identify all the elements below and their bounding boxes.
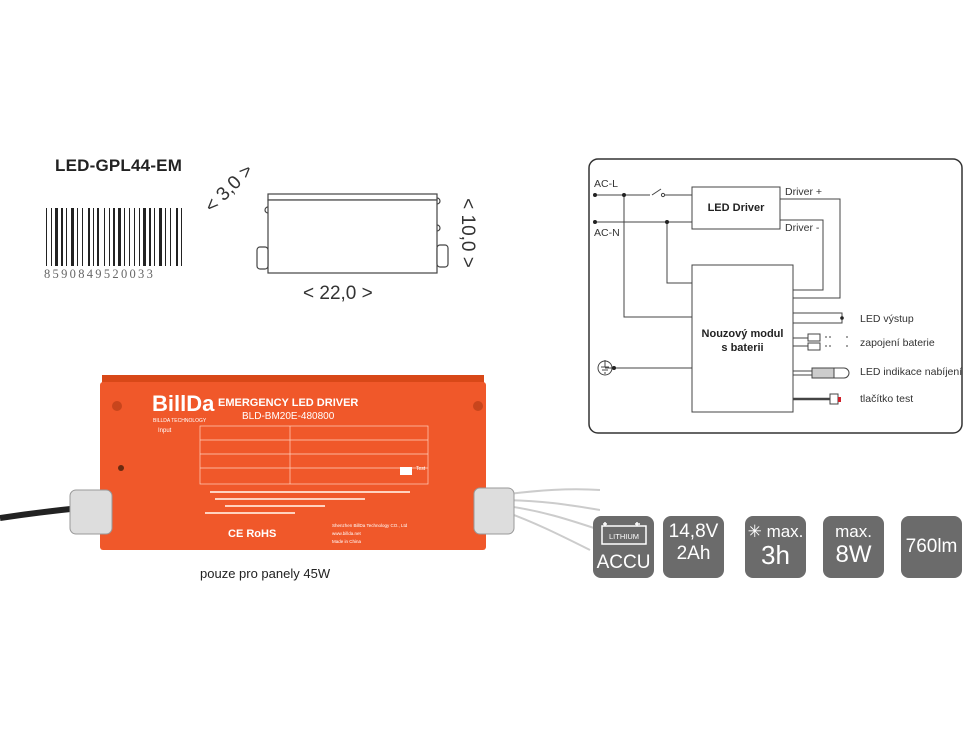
barcode: 8590849520033 [44,208,182,280]
output-led: LED výstup [860,313,914,325]
label-test: Test [416,466,426,472]
badge-lumen: 760lm [901,516,962,578]
barcode-bar [134,208,135,266]
output-test-button: tlačítko test [860,393,914,405]
barcode-bar [139,208,140,266]
badge-battery: LITHIUM ACCU [593,516,654,578]
ac-l-label: AC-L [594,178,618,190]
label-model: BLD-BM20E-480800 [242,411,335,422]
dimension-drawing [256,193,449,274]
badge-voltage: 14,8V 2Ah [663,516,724,578]
badge-power-value: 8W [835,541,872,568]
label-input: Input [158,428,172,434]
barcode-bar [93,208,94,266]
badge-text: ACCU [596,552,651,573]
barcode-bar [176,208,178,266]
barcode-bar [88,208,90,266]
barcode-bar [55,208,58,266]
emergency-module-box: Nouzový modul s baterii [692,327,793,355]
barcode-bar [71,208,74,266]
led-driver-box: LED Driver [707,202,765,214]
barcode-bar [159,208,162,266]
barcode-number: 8590849520033 [44,267,155,280]
battery-icon: LITHIUM [600,522,647,545]
barcode-bar [149,208,151,266]
badge-capacity-value: 2Ah [676,543,711,564]
product-caption: pouze pro panely 45W [200,566,331,581]
barcode-bar [82,208,83,266]
barcode-bar [97,208,99,266]
barcode-bar [66,208,67,266]
driver-minus-label: Driver - [785,222,820,234]
badge-battery-type: LITHIUM [609,532,639,541]
barcode-bar [143,208,146,266]
barcode-bar [124,208,125,266]
barcode-bar [170,208,171,266]
width-dimension: < 22,0 > [303,283,373,304]
barcode-bar [77,208,78,266]
brand-sub: BILLDA TECHNOLOGY [153,418,207,424]
module-line2: s baterii [721,342,764,354]
ac-n-label: AC-N [594,227,620,239]
badge-voltage-value: 14,8V [668,521,719,542]
barcode-bar [109,208,110,266]
website: www.billda.net [332,531,361,536]
barcode-bar [51,208,52,266]
barcode-bar [165,208,166,266]
barcode-bar [118,208,121,266]
driver-plus-label: Driver + [785,186,823,198]
barcode-bar [154,208,155,266]
barcode-bar [113,208,115,266]
barcode-bar [181,208,182,266]
brand-logo: BillDa [152,391,215,416]
product-code: LED-GPL44-EM [55,156,183,175]
badge-lumen-value: 760lm [905,536,958,557]
badge-power: max. 8W [823,516,884,578]
barcode-bar [104,208,105,266]
badge-duration-value: 3h [761,540,790,570]
product-photo [0,375,600,551]
certification-marks: CE RoHS [228,528,277,540]
label-title: EMERGENCY LED DRIVER [218,397,359,409]
barcode-bar [46,208,47,266]
wiring-diagram [588,158,963,434]
output-charge-indicator: LED indikace nabíjení [860,366,963,378]
origin: Made in China [332,539,362,544]
sun-icon: ✳ [747,522,762,541]
badge-duration-max: max. [766,522,804,541]
manufacturer: Shenzhen BillDa Technology CO., Ltd [332,523,408,528]
badge-power-max: max. [835,522,872,541]
module-line1: Nouzový modul [701,328,784,340]
barcode-bar [61,208,63,266]
badge-duration-top: ✳ max. [745,522,806,541]
output-battery: zapojení baterie [860,337,935,349]
badge-duration: ✳ max. 3h [745,516,806,578]
barcode-bar [129,208,130,266]
